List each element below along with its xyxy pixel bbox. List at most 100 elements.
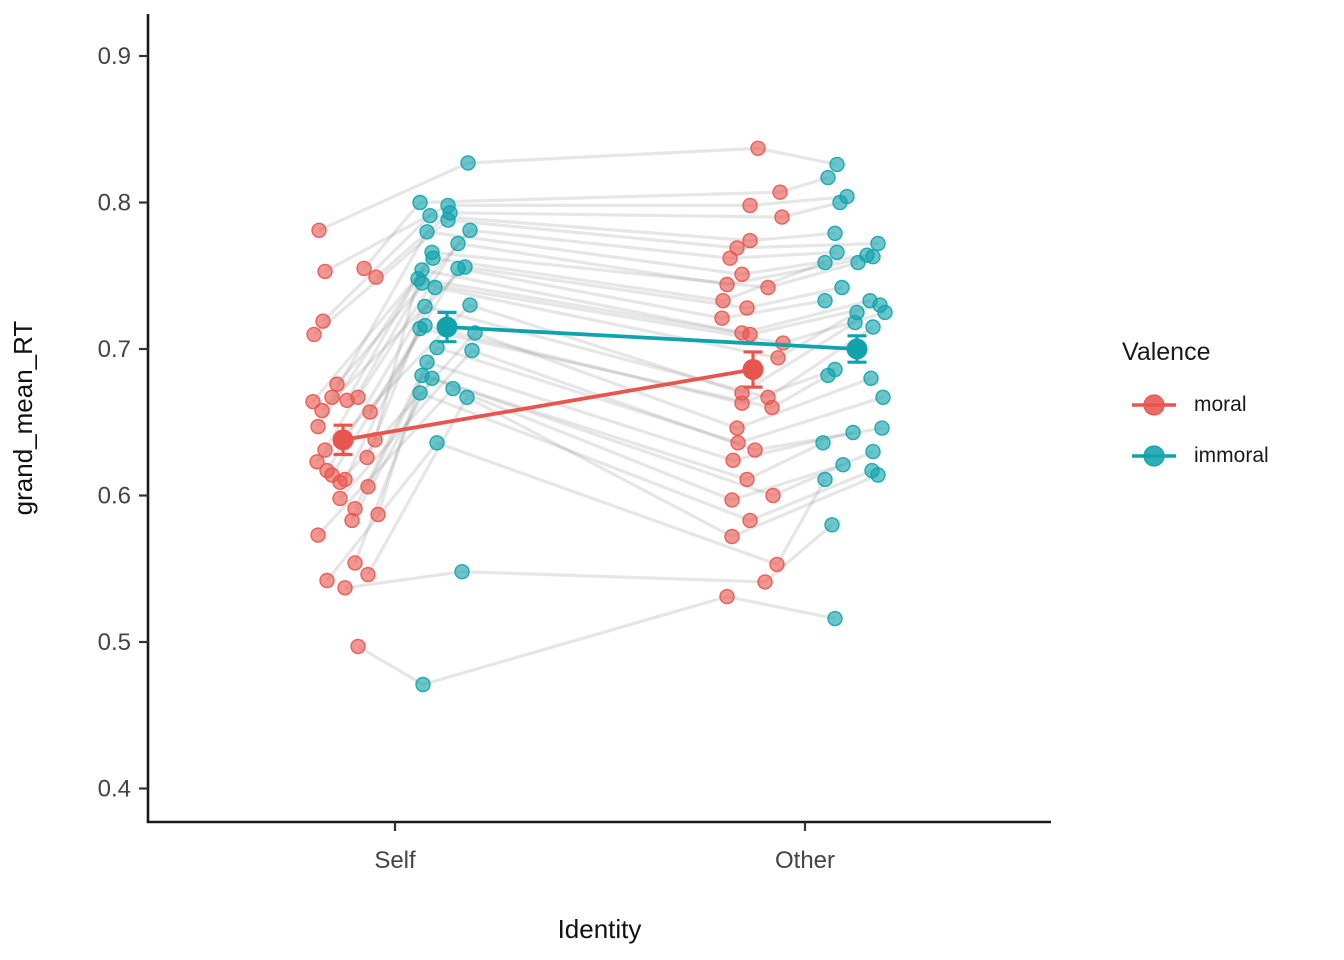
subject-lines-layer xyxy=(311,146,886,687)
means-layer xyxy=(332,310,868,457)
jitter-point-immoral-self xyxy=(464,342,480,359)
jitter-point-immoral-other xyxy=(829,244,845,261)
jitter-point-immoral-other xyxy=(817,254,833,271)
legend-item-immoral: immoral xyxy=(1122,443,1269,469)
jitter-point-moral-self xyxy=(311,222,327,239)
x-tick-label: Other xyxy=(775,847,835,874)
jitter-point-immoral-self xyxy=(429,339,445,356)
jitter-point-moral-self xyxy=(360,479,376,495)
jitter-point-immoral-other xyxy=(847,314,863,331)
subject-line xyxy=(343,326,829,481)
jitter-point-moral-other xyxy=(724,528,740,545)
jitter-point-immoral-other xyxy=(863,370,879,386)
y-tick-label: 0.6 xyxy=(98,483,131,510)
jitter-point-immoral-self xyxy=(422,207,438,224)
jitter-point-immoral-other xyxy=(870,467,886,483)
jitter-point-immoral-other xyxy=(817,471,833,488)
jitter-point-immoral-self xyxy=(424,370,440,386)
y-axis-title: grand_mean_RT xyxy=(8,321,38,516)
subject-line xyxy=(374,200,841,279)
jitter-point-moral-other xyxy=(747,442,763,458)
jitter-point-immoral-self xyxy=(414,275,430,291)
jitter-point-moral-self xyxy=(356,260,372,277)
jitter-point-moral-other xyxy=(742,197,758,214)
subject-line xyxy=(366,395,879,576)
jitter-point-moral-self xyxy=(360,566,376,583)
jitter-point-immoral-other xyxy=(835,457,851,473)
jitter-point-moral-other xyxy=(742,232,758,249)
jitter-point-moral-other xyxy=(750,140,766,157)
jitter-point-immoral-self xyxy=(429,435,445,451)
y-tick-label: 0.7 xyxy=(98,336,131,363)
mean-line-immoral xyxy=(446,325,858,351)
mean-point-immoral-self xyxy=(436,316,458,338)
jitter-point-moral-self xyxy=(332,490,348,507)
subject-line xyxy=(353,390,873,564)
jitter-point-moral-self xyxy=(332,474,348,490)
jitter-point-moral-other xyxy=(757,574,773,590)
jitter-point-immoral-self xyxy=(462,297,478,313)
jitter-point-moral-other xyxy=(774,209,790,225)
legend-item-label: immoral xyxy=(1194,444,1269,467)
subject-line xyxy=(376,373,824,515)
jitter-point-moral-other xyxy=(715,293,731,309)
jitter-point-moral-self xyxy=(362,404,378,420)
jitter-point-moral-self xyxy=(368,269,384,285)
y-tick-label: 0.8 xyxy=(98,190,131,217)
jitter-point-immoral-self xyxy=(450,235,466,252)
subject-line xyxy=(316,268,871,428)
jitter-point-moral-other xyxy=(729,420,745,436)
mean-line-moral xyxy=(342,367,754,442)
jitter-point-moral-other xyxy=(724,492,740,508)
mean-point-immoral-other xyxy=(846,338,868,360)
jitter-point-moral-other xyxy=(769,556,785,573)
jitter-point-immoral-self xyxy=(419,224,435,240)
jitter-point-moral-other xyxy=(730,435,746,451)
jitter-point-immoral-other xyxy=(870,235,886,252)
jitter-point-moral-self xyxy=(347,555,363,571)
jitter-point-moral-other xyxy=(714,310,730,326)
jitter-point-immoral-other xyxy=(865,249,881,265)
jitter-point-immoral-other xyxy=(827,610,843,627)
jitter-point-moral-self xyxy=(314,402,330,419)
mean-point-moral-other xyxy=(742,359,764,381)
jitter-point-moral-self xyxy=(319,572,335,589)
jitter-point-moral-other xyxy=(719,276,735,293)
subject-line xyxy=(324,195,848,273)
jitter-point-moral-self xyxy=(324,389,340,405)
mean-point-moral-self xyxy=(332,429,354,451)
y-tick-label: 0.5 xyxy=(98,629,131,656)
subject-line xyxy=(330,230,868,399)
jitter-point-immoral-self xyxy=(440,212,456,228)
jitter-point-immoral-other xyxy=(845,424,861,441)
subject-line xyxy=(323,281,886,451)
jitter-point-immoral-other xyxy=(824,517,840,533)
jitter-point-immoral-self xyxy=(425,250,441,266)
legend-key-icon xyxy=(1132,445,1176,467)
subject-line xyxy=(335,228,838,386)
jitter-point-moral-self xyxy=(306,326,322,343)
subject-line xyxy=(345,250,859,402)
subject-line xyxy=(320,265,843,412)
jitter-point-immoral-other xyxy=(820,169,836,186)
x-tick-label: Self xyxy=(374,847,416,874)
subject-line xyxy=(325,304,874,472)
subject-line xyxy=(311,256,826,403)
subject-line xyxy=(373,276,881,441)
jitter-point-immoral-other xyxy=(834,279,850,296)
subject-line xyxy=(356,241,874,399)
jitter-point-moral-self xyxy=(370,506,386,523)
jitter-point-immoral-other xyxy=(865,443,881,460)
subject-line xyxy=(318,146,838,232)
jitter-point-immoral-self xyxy=(427,279,443,296)
y-tick-label: 0.4 xyxy=(98,776,131,803)
legend-key-point xyxy=(1143,445,1165,467)
legend-key-point xyxy=(1143,394,1165,416)
subject-line xyxy=(365,285,858,458)
jitter-point-moral-self xyxy=(315,313,331,329)
subject-line xyxy=(321,214,836,323)
subject-line xyxy=(353,360,854,510)
